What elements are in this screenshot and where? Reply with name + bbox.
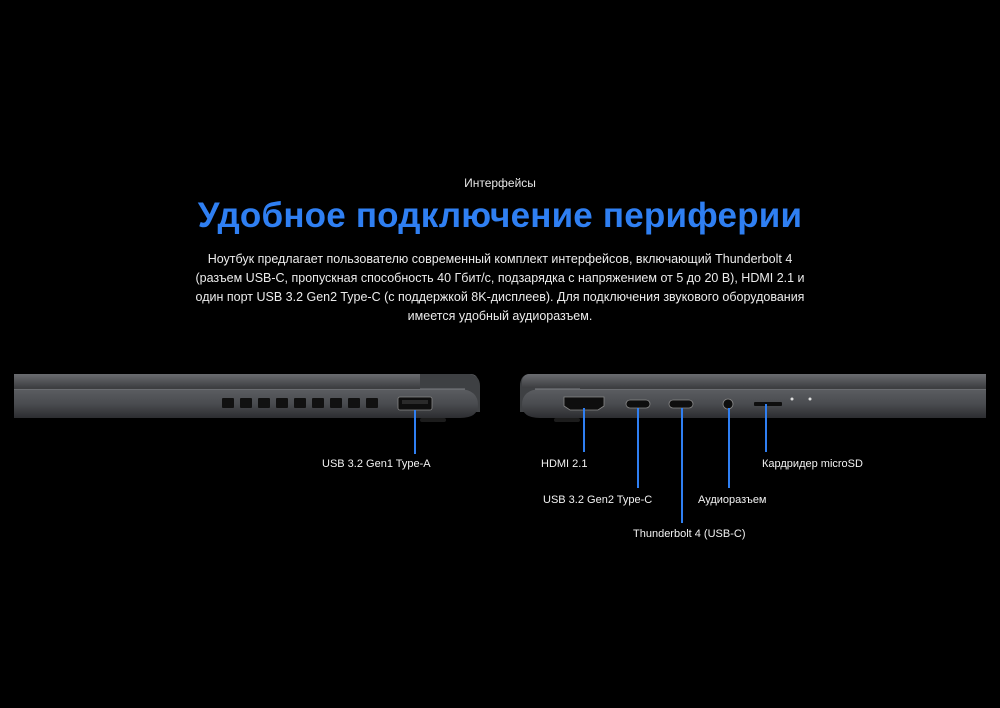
hdmi-callout-line (583, 408, 585, 452)
port-label-microsd: Кардридер microSD (762, 458, 863, 470)
usb-c-gen2-callout-line (637, 408, 639, 488)
port-label-hdmi: HDMI 2.1 (541, 458, 588, 470)
section-description: Ноутбук предлагает пользователю современ… (195, 252, 805, 323)
section-title: Удобное подключение периферии (197, 196, 803, 235)
audio-jack-callout-line (728, 408, 730, 488)
port-label-usb-a: USB 3.2 Gen1 Type-A (322, 458, 431, 470)
section-eyebrow: Интерфейсы (464, 176, 536, 190)
port-label-usb-c-gen2: USB 3.2 Gen2 Type-C (543, 494, 653, 506)
thunderbolt-callout-line (681, 408, 683, 523)
port-label-audio-jack: Аудиоразъем (698, 494, 767, 506)
microsd-callout-line (765, 404, 767, 452)
usb-a-callout-line (414, 410, 416, 454)
port-label-thunderbolt: Thunderbolt 4 (USB-C) (633, 528, 746, 540)
laptop-left-side-image (0, 360, 490, 440)
